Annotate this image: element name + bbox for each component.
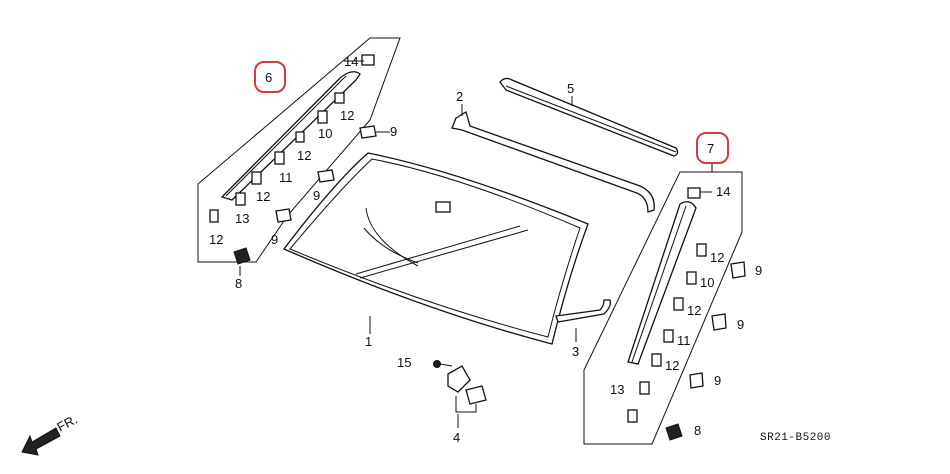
label-12-right-a: 12 xyxy=(710,250,724,265)
clip-13-left xyxy=(235,192,246,206)
clip-12-left-a xyxy=(334,92,345,104)
clip-9-left-a xyxy=(359,125,377,139)
left-clips xyxy=(209,54,377,265)
label-13-right: 13 xyxy=(610,382,624,397)
clip-10-left xyxy=(317,110,328,124)
clip-14-right xyxy=(687,187,701,199)
direction-label: FR. xyxy=(54,412,80,435)
upper-molding xyxy=(499,77,679,157)
label-14-left: 14 xyxy=(344,54,358,69)
left-pillar-molding xyxy=(220,71,361,201)
callout-15: 15 xyxy=(397,355,411,370)
callout-3: 3 xyxy=(572,344,579,359)
label-9-left-a: 9 xyxy=(390,124,397,139)
clip-13-right xyxy=(639,381,650,395)
bracket-upper xyxy=(447,365,471,393)
clip-9-right-a xyxy=(730,261,746,279)
label-13-left: 13 xyxy=(235,211,249,226)
callout-4: 4 xyxy=(453,430,460,445)
callout-2: 2 xyxy=(456,89,463,104)
label-9-right-c: 9 xyxy=(714,373,721,388)
bracket-lower xyxy=(465,385,487,405)
mirror-bracket-group xyxy=(433,360,487,428)
right-molding-panel xyxy=(583,162,746,445)
clip-12-left-c xyxy=(251,171,262,185)
clip-14-left xyxy=(361,54,375,66)
label-12-left-a: 12 xyxy=(340,108,354,123)
label-9-left-b: 9 xyxy=(313,188,320,203)
label-12-right-b: 12 xyxy=(687,303,701,318)
screw-15 xyxy=(433,360,441,368)
label-11-left: 11 xyxy=(279,170,293,185)
clip-9-right-c xyxy=(689,372,704,389)
callout-5: 5 xyxy=(567,81,574,96)
clip-12-right-c xyxy=(651,353,662,367)
left-molding-panel xyxy=(197,37,401,276)
clip-9-left-c xyxy=(275,208,292,223)
clip-12-left-d xyxy=(209,209,219,223)
callout-6-highlight xyxy=(254,61,286,93)
windshield-glass xyxy=(282,152,589,345)
clip-9-left-b xyxy=(317,169,335,183)
diagram-code: SR21-B5200 xyxy=(760,432,831,444)
front-direction-arrow: FR. xyxy=(21,412,80,456)
label-11-right: 11 xyxy=(677,333,691,348)
clip-12-right-a xyxy=(696,243,707,257)
clip-11-left xyxy=(274,151,285,165)
label-12-left-c: 12 xyxy=(256,189,270,204)
clip-12-right-d xyxy=(627,409,638,423)
arrow-icon xyxy=(21,427,61,456)
clip-12-left-b xyxy=(295,131,305,143)
label-14-right: 14 xyxy=(716,184,730,199)
label-12-right-c: 12 xyxy=(665,358,679,373)
clip-8-left xyxy=(233,247,251,265)
label-10-right: 10 xyxy=(700,275,714,290)
rearview-mirror-base xyxy=(435,201,451,213)
label-9-right-b: 9 xyxy=(737,317,744,332)
windshield-lower-seal xyxy=(555,299,612,323)
label-9-left-c: 9 xyxy=(271,232,278,247)
label-9-right-a: 9 xyxy=(755,263,762,278)
right-clips xyxy=(627,187,746,441)
label-12-left-d: 12 xyxy=(209,232,223,247)
clip-11-right xyxy=(663,329,674,343)
callout-1: 1 xyxy=(365,334,372,349)
label-8-right: 8 xyxy=(694,423,701,438)
clip-12-right-b xyxy=(673,297,684,311)
label-12-left-b: 12 xyxy=(297,148,311,163)
callout-7-highlight xyxy=(696,132,729,164)
windshield-upper-seal xyxy=(451,111,655,213)
clip-8-right xyxy=(665,423,683,441)
clip-9-right-b xyxy=(711,313,727,331)
callout-6: 6 xyxy=(265,70,272,85)
clip-10-right xyxy=(686,271,697,285)
label-10-left: 10 xyxy=(318,126,332,141)
callout-7: 7 xyxy=(707,141,714,156)
label-8-left: 8 xyxy=(235,276,242,291)
